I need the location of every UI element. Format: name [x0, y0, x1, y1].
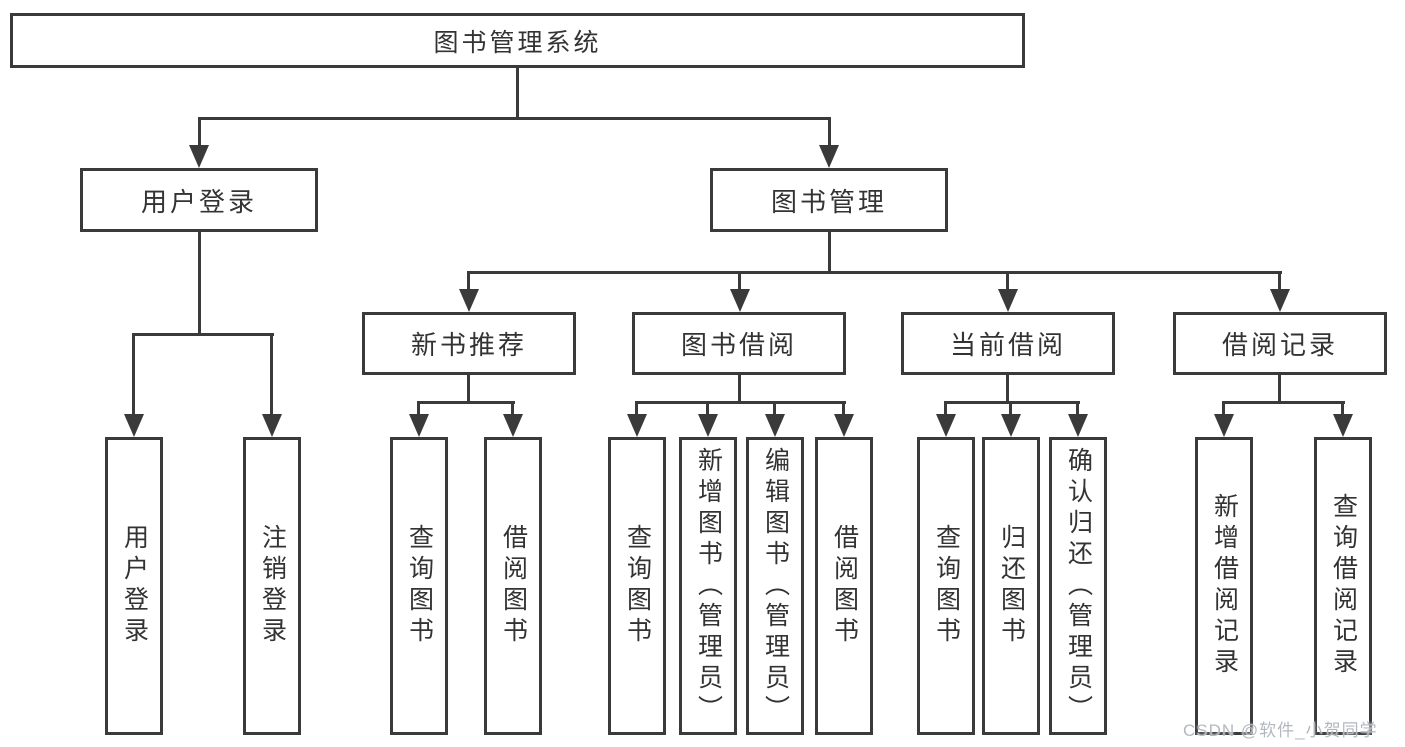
leaf-label: 查询图书: [623, 524, 652, 648]
connector-drop: [944, 403, 947, 416]
connector-drop: [1278, 273, 1281, 292]
node-label: 新书推荐: [410, 330, 527, 360]
leaf-label: 新增借阅记录: [1210, 493, 1239, 679]
leaf-label: 用户登录: [120, 524, 149, 648]
leaf-add-books-admin: 新增图书（管理员）: [679, 437, 737, 735]
arrow-down-icon: [124, 414, 144, 437]
connector-stem: [467, 375, 470, 403]
node-current-borrowing: 当前借阅: [901, 312, 1115, 375]
arrow-down-icon: [189, 145, 209, 168]
leaf-borrow-books: 借阅图书: [484, 437, 542, 735]
connector-level1-hline: [198, 117, 831, 120]
leaf-label: 查询图书: [932, 524, 961, 648]
arrow-down-icon: [627, 414, 647, 437]
connector-hline: [417, 401, 515, 404]
connector-drop: [1341, 403, 1344, 416]
connector-drop: [467, 273, 470, 292]
connector-drop: [635, 403, 638, 416]
arrow-down-icon: [1214, 414, 1234, 437]
leaf-label: 归还图书: [997, 524, 1026, 648]
arrow-down-icon: [262, 414, 282, 437]
connector-drop: [270, 335, 273, 415]
leaf-confirm-return-admin: 确认归还（管理员）: [1049, 437, 1107, 735]
arrow-down-icon: [1068, 414, 1088, 437]
node-borrowing-records: 借阅记录: [1173, 312, 1387, 375]
connector-level2-hline: [467, 271, 1282, 274]
node-book-management: 图书管理: [710, 168, 948, 232]
connector-hline: [944, 401, 1080, 404]
connector-drop: [1006, 273, 1009, 292]
leaf-label: 查询借阅记录: [1329, 493, 1358, 679]
node-label: 图书借阅: [680, 330, 797, 360]
leaf-label: 新增图书（管理员）: [694, 446, 723, 726]
connector-drop: [132, 335, 135, 415]
connector-drop: [1222, 403, 1225, 416]
node-user-login: 用户登录: [80, 168, 318, 232]
arrow-down-icon: [1001, 414, 1021, 437]
leaf-label: 查询图书: [405, 524, 434, 648]
leaf-query-books: 查询图书: [917, 437, 975, 735]
leaf-query-books: 查询图书: [390, 437, 448, 735]
node-new-book-recommend: 新书推荐: [362, 312, 576, 375]
node-book-management-label: 图书管理: [770, 186, 887, 217]
leaf-add-borrow-record: 新增借阅记录: [1195, 437, 1253, 735]
node-root: 图书管理系统: [10, 13, 1025, 68]
arrow-down-icon: [819, 145, 839, 168]
node-root-label: 图书管理系统: [433, 28, 602, 57]
leaf-label: 编辑图书（管理员）: [761, 446, 790, 726]
leaf-return-books: 归还图书: [982, 437, 1040, 735]
arrow-down-icon: [730, 289, 750, 312]
connector-stem: [738, 375, 741, 403]
arrow-down-icon: [459, 289, 479, 312]
connector-drop: [773, 403, 776, 416]
connector-hline: [1222, 401, 1345, 404]
connector-hline: [635, 401, 846, 404]
connector-drop: [511, 403, 514, 416]
leaf-query-borrow-record: 查询借阅记录: [1314, 437, 1372, 735]
connector-root-stem: [516, 68, 519, 119]
connector-stem: [1006, 375, 1009, 403]
arrow-down-icon: [503, 414, 523, 437]
arrow-down-icon: [834, 414, 854, 437]
connector-drop: [1009, 403, 1012, 416]
connector-book-management-stem: [828, 230, 831, 274]
connector-stem: [1278, 375, 1281, 403]
arrow-down-icon: [1333, 414, 1353, 437]
arrow-down-icon: [936, 414, 956, 437]
leaf-label: 确认归还（管理员）: [1064, 446, 1093, 726]
connector-drop: [1076, 403, 1079, 416]
leaf-edit-books-admin: 编辑图书（管理员）: [746, 437, 804, 735]
arrow-down-icon: [698, 414, 718, 437]
leaf-borrow-books: 借阅图书: [815, 437, 873, 735]
leaf-query-books: 查询图书: [608, 437, 666, 735]
arrow-down-icon: [998, 289, 1018, 312]
leaf-label: 借阅图书: [830, 524, 859, 648]
connector-drop: [198, 119, 201, 147]
connector-drop: [842, 403, 845, 416]
node-book-borrowing: 图书借阅: [632, 312, 846, 375]
connector-drop: [417, 403, 420, 416]
csdn-watermark: CSDN @软件_小贺同学: [1183, 721, 1378, 740]
connector-user-login-stem: [198, 230, 201, 335]
leaf-label: 借阅图书: [499, 524, 528, 648]
leaf-label: 注销登录: [258, 524, 287, 648]
connector-drop: [828, 119, 831, 147]
node-label: 借阅记录: [1221, 330, 1338, 360]
leaf-user-login: 用户登录: [105, 437, 163, 735]
leaf-logout: 注销登录: [243, 437, 301, 735]
connector-drop: [706, 403, 709, 416]
node-label: 当前借阅: [949, 330, 1066, 360]
connector-user-login-hline: [132, 333, 274, 336]
node-user-login-label: 用户登录: [140, 186, 257, 217]
arrow-down-icon: [765, 414, 785, 437]
arrow-down-icon: [1270, 289, 1290, 312]
connector-drop: [738, 273, 741, 292]
arrow-down-icon: [409, 414, 429, 437]
